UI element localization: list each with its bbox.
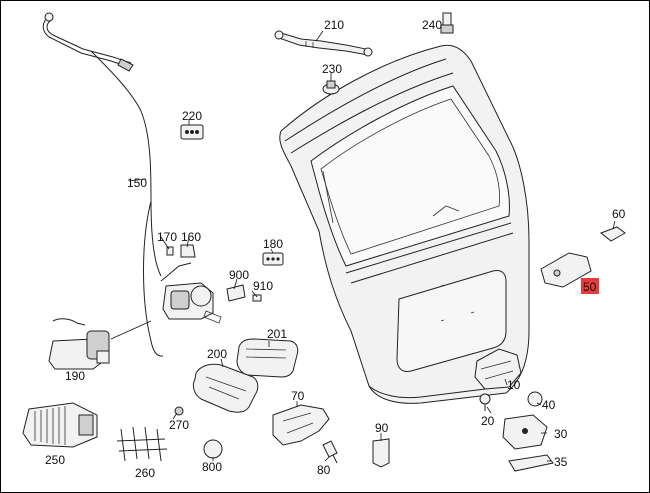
- part-35-plate[interactable]: [508, 454, 554, 472]
- label-220: 220: [182, 109, 202, 123]
- part-180-connector[interactable]: [262, 252, 284, 266]
- label-260: 260: [135, 466, 155, 480]
- label-50: 50: [583, 280, 597, 294]
- label-90: 90: [375, 421, 389, 435]
- label-10: 10: [507, 378, 521, 392]
- label-40: 40: [542, 398, 556, 412]
- part-910-screw[interactable]: [252, 294, 262, 302]
- label-30: 30: [554, 427, 568, 441]
- label-800: 800: [202, 460, 222, 474]
- actuator-assembly[interactable]: [160, 262, 222, 324]
- part-250-control-unit[interactable]: [22, 402, 98, 448]
- part-90-bracket[interactable]: [372, 438, 390, 468]
- part-170-screw[interactable]: [166, 246, 174, 256]
- part-200-handle-housing[interactable]: [192, 363, 259, 413]
- part-190-motor[interactable]: [48, 318, 110, 370]
- label-160: 160: [181, 230, 201, 244]
- label-190: 190: [65, 369, 85, 383]
- leader-lines: [160, 73, 616, 462]
- label-180: 180: [263, 237, 283, 251]
- part-160-clip[interactable]: [180, 244, 196, 258]
- part-40-grommet[interactable]: [527, 391, 543, 407]
- part-201-housing[interactable]: [236, 338, 299, 378]
- part-50-switch[interactable]: [540, 252, 592, 288]
- label-35: 35: [554, 455, 568, 469]
- label-20: 20: [481, 414, 495, 428]
- label-230: 230: [322, 62, 342, 76]
- label-910: 910: [253, 279, 273, 293]
- part-800-grommet[interactable]: [203, 439, 223, 459]
- part-260-clips[interactable]: [116, 426, 168, 462]
- leader-210: [315, 30, 324, 42]
- label-210: 210: [324, 18, 344, 32]
- label-250: 250: [45, 453, 65, 467]
- highlight-box: [581, 278, 599, 294]
- labels: 210 240 230 220 150 170 160 180 900 910 …: [45, 18, 626, 480]
- label-900: 900: [229, 268, 249, 282]
- label-150: 150: [127, 176, 147, 190]
- part-240-bolt[interactable]: [440, 12, 454, 34]
- part-10-lock[interactable]: [474, 348, 522, 390]
- label-201: 201: [267, 327, 287, 341]
- part-60-bracket[interactable]: [600, 226, 626, 242]
- label-60: 60: [612, 207, 626, 221]
- highlighted-part-50[interactable]: 50: [581, 278, 599, 294]
- part-150-bowden-cable[interactable]: [42, 12, 164, 357]
- part-70-handle[interactable]: [272, 404, 330, 446]
- label-270: 270: [169, 418, 189, 432]
- part-30-striker[interactable]: [502, 414, 548, 450]
- part-210-gas-strut[interactable]: [274, 30, 373, 57]
- label-240: 240: [422, 18, 442, 32]
- label-170: 170: [157, 230, 177, 244]
- part-20-screw[interactable]: [479, 393, 491, 411]
- part-80-bulb[interactable]: [322, 440, 338, 464]
- leader-150: [128, 178, 147, 182]
- label-70: 70: [291, 389, 305, 403]
- leader-190: [110, 320, 152, 340]
- part-230-nut[interactable]: [322, 80, 340, 95]
- label-80: 80: [317, 463, 331, 477]
- part-220-connector[interactable]: [180, 124, 204, 140]
- label-200: 200: [207, 347, 227, 361]
- part-900-bracket[interactable]: [226, 284, 246, 302]
- tailgate[interactable]: [279, 44, 530, 404]
